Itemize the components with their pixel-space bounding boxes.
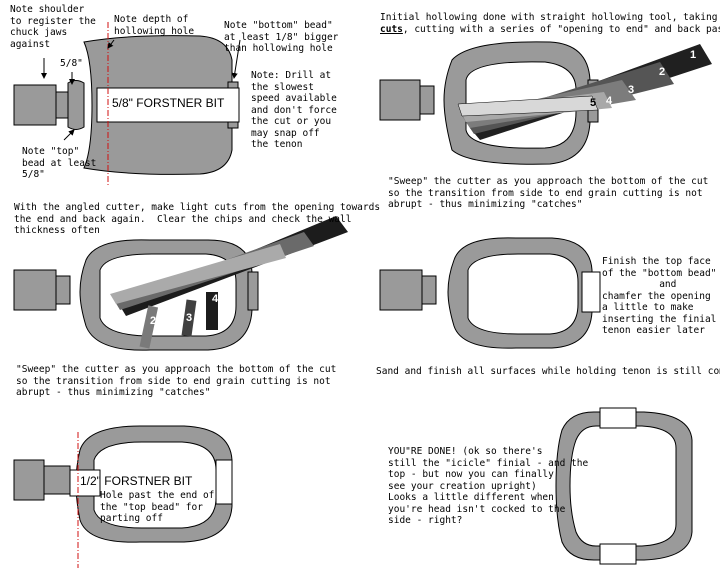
arrow-bottom-bead xyxy=(231,39,241,79)
dimension-label: 5/8" xyxy=(60,58,83,69)
panel-straight-hollowing: 1 2 3 4 5 xyxy=(379,41,712,165)
finish-note: Finish the top face of the "bottom bead"… xyxy=(602,256,717,336)
tenon xyxy=(13,269,57,311)
parting-hole-note: Hole past the end of the "top bead" for … xyxy=(100,490,215,524)
bowl-wall xyxy=(447,237,593,349)
arrow-top-bead xyxy=(63,129,75,141)
done-note: YOU"RE DONE! (ok so there's still the "i… xyxy=(388,446,589,526)
pass-number: 5 xyxy=(590,97,596,109)
panel-drilling xyxy=(13,22,241,186)
pass-number: 2 xyxy=(659,66,665,78)
bottom-bead xyxy=(581,271,601,313)
tenon xyxy=(13,84,57,126)
caption-bold: light cuts xyxy=(380,23,403,35)
tenon xyxy=(379,79,421,121)
tenon xyxy=(379,269,423,311)
forstner-bit-label: 5/8" FORSTNER BIT xyxy=(112,96,225,110)
pass-number: 3 xyxy=(186,312,192,324)
drilled-hole xyxy=(96,87,240,123)
pass-number: 4 xyxy=(212,293,219,305)
tool-pass-5 xyxy=(457,95,599,117)
parting-hole xyxy=(69,469,101,497)
pass-number: 2 xyxy=(150,315,156,327)
bottom-opening xyxy=(599,543,637,565)
tenon-step xyxy=(419,85,435,115)
tenon-step xyxy=(43,465,71,495)
top-opening xyxy=(599,407,637,429)
cutter-tip-3 xyxy=(181,299,197,337)
caption-text: Initial hollowing done with straight hol… xyxy=(380,12,720,23)
panel-angled-cutter: 2 3 4 xyxy=(13,216,348,351)
pass-number: 3 xyxy=(628,84,634,96)
shoulder-bead xyxy=(67,80,85,130)
bottom-bead xyxy=(215,459,233,505)
opening-bead xyxy=(247,271,259,311)
note-drill: Note: Drill at the slowest speed availab… xyxy=(251,70,337,150)
arrow-depth xyxy=(107,39,115,49)
bowl-wall xyxy=(443,41,591,165)
angled-tool-3 xyxy=(110,244,286,304)
tenon-step xyxy=(55,275,71,305)
pass-number: 4 xyxy=(606,95,613,107)
panel3-caption: With the angled cutter, make light cuts … xyxy=(14,202,381,236)
pass-number: 1 xyxy=(690,49,696,61)
panel2-sweep-note: "Sweep" the cutter as you approach the b… xyxy=(388,176,709,210)
cutter-tip-2 xyxy=(139,305,159,349)
note-shoulder: Note shoulder to register the chuck jaws… xyxy=(10,4,96,50)
note-bottom-bead: Note "bottom" bead" at least 1/8" bigger… xyxy=(224,20,339,54)
tenon xyxy=(13,459,45,501)
tenon-step xyxy=(55,91,69,119)
bowl-wall xyxy=(79,239,253,351)
panel-parting xyxy=(13,425,233,568)
cutter-tip-4 xyxy=(206,292,218,330)
forstner-half-label: 1/2" FORSTNER BIT xyxy=(80,474,193,488)
note-top-bead: Note "top" bead at least 5/8" xyxy=(22,146,97,180)
panel-done xyxy=(555,407,693,565)
panel2-caption: Initial hollowing done with straight hol… xyxy=(380,12,720,35)
sand-note: Sand and finish all surfaces while holdi… xyxy=(376,366,720,377)
panel3-sweep-note: "Sweep" the cutter as you approach the b… xyxy=(16,364,337,398)
panel-finish xyxy=(379,237,601,349)
caption-text-end: , cutting with a series of "opening to e… xyxy=(402,23,720,35)
note-depth: Note depth of hollowing hole xyxy=(114,14,195,37)
tenon-step xyxy=(421,275,437,305)
